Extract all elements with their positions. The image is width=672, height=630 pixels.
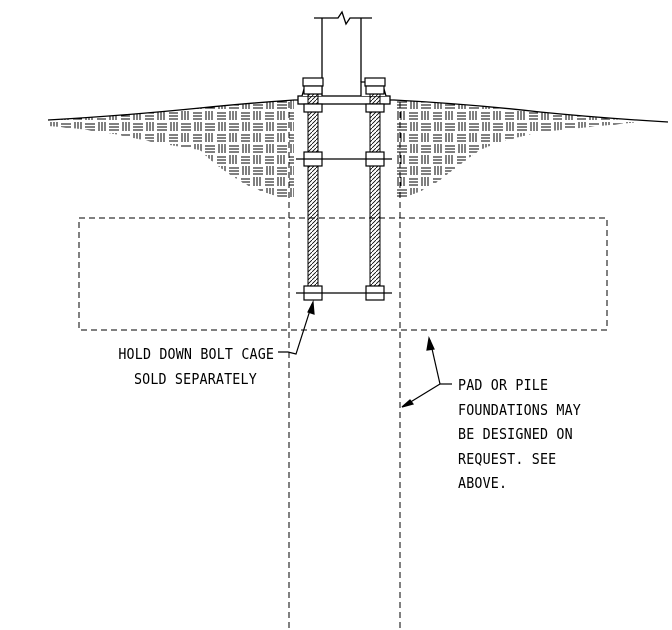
bolt-cage-label-line1: HOLD DOWN BOLT CAGE: [118, 345, 274, 363]
foundations-note-line4: REQUEST. SEE: [458, 449, 557, 468]
soil-hatch-left: [48, 100, 294, 200]
bolt-cage-label: HOLD DOWN BOLT CAGE SOLD SEPARATELY: [118, 342, 274, 391]
bolt-right: [369, 79, 381, 301]
cage-ties: [296, 158, 392, 294]
column: [314, 10, 372, 82]
foundations-note-line1: PAD OR PILE: [458, 376, 549, 394]
pile-outline: [288, 102, 401, 630]
pad-outline: [78, 217, 608, 331]
bolt-cage-label-line2: SOLD SEPARATELY: [133, 369, 257, 388]
foundations-note-line5: ABOVE.: [458, 474, 508, 492]
bolt-cage-leader: [278, 299, 315, 355]
foundations-leader: [401, 335, 452, 408]
foundations-note: PAD OR PILE FOUNDATIONS MAY BE DESIGNED …: [458, 373, 581, 496]
soil-hatch-right: [394, 100, 640, 200]
foundations-note-line2: FOUNDATIONS MAY: [458, 400, 581, 419]
bolt-left: [307, 79, 319, 301]
ground-line: [47, 99, 669, 123]
foundations-note-line3: BE DESIGNED ON: [458, 425, 573, 443]
